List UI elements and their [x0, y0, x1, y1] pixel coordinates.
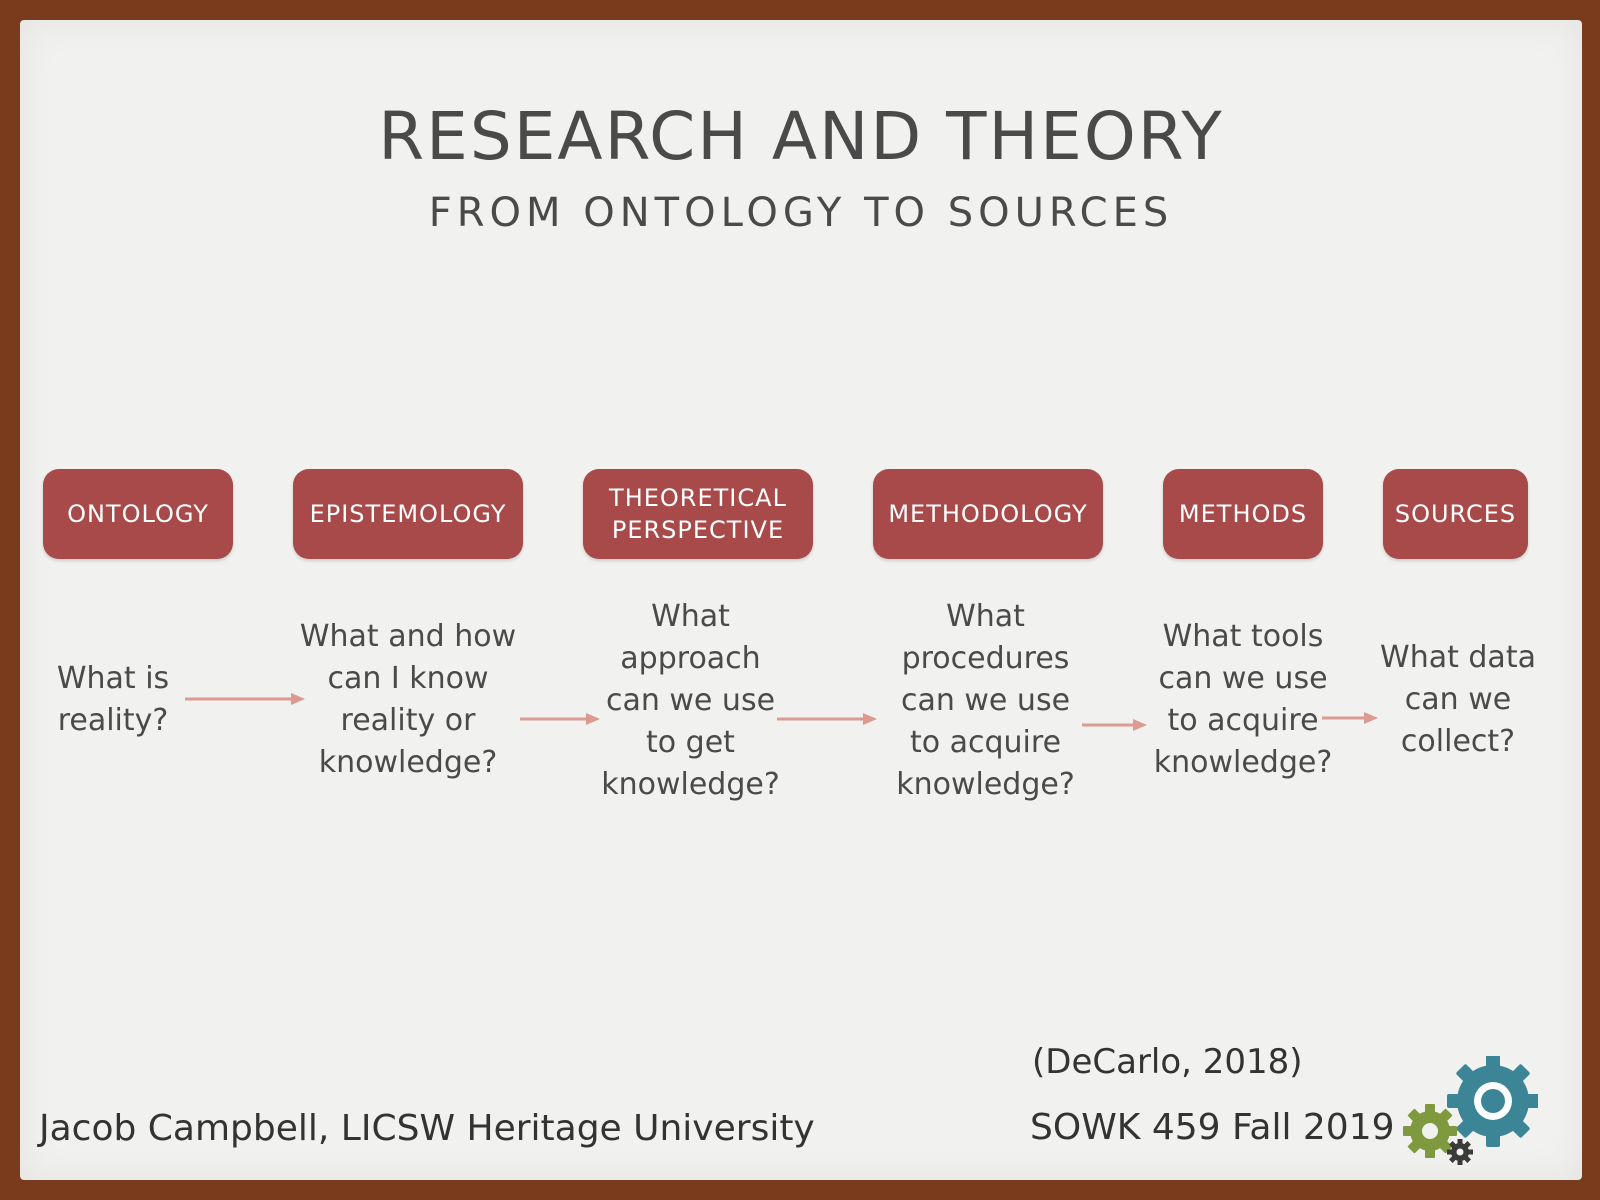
question-methods: What tools can we use to acquire knowled… — [1153, 619, 1333, 780]
gear-logo-icon — [1403, 1056, 1538, 1165]
gear-icon-green — [1403, 1104, 1457, 1158]
author-label: Jacob Campbell, LICSW Heritage Universit… — [39, 1108, 815, 1149]
course-label: SOWK 459 Fall 2019 — [1030, 1107, 1395, 1148]
step-box-theoretical-perspective: THEORETICAL PERSPECTIVE — [583, 469, 813, 559]
step-box-methods: METHODS — [1163, 469, 1323, 559]
question-ontology: What is reality? — [56, 661, 170, 738]
question-epistemology: What and how can I know reality or knowl… — [299, 619, 517, 780]
question-sources: What data can we collect? — [1380, 640, 1536, 759]
step-box-methodology: METHODOLOGY — [873, 469, 1103, 559]
slide-subtitle: FROM ONTOLOGY TO SOURCES — [428, 190, 1174, 236]
arrow-1 — [185, 693, 305, 705]
step-box-epistemology: EPISTEMOLOGY — [293, 469, 523, 559]
gear-icon-dark — [1447, 1139, 1473, 1165]
arrow-4 — [1082, 719, 1147, 731]
question-methodology: What procedures can we use to acquire kn… — [896, 599, 1075, 802]
gear-icon-teal — [1447, 1056, 1538, 1147]
question-theoretical-perspective: What approach can we use to get knowledg… — [601, 599, 780, 802]
slide-title: RESEARCH AND THEORY — [378, 98, 1224, 175]
step-box-ontology: ONTOLOGY — [43, 469, 233, 559]
arrow-5 — [1322, 712, 1378, 724]
arrow-3 — [777, 713, 877, 725]
citation: (DeCarlo, 2018) — [1032, 1042, 1303, 1082]
slide: RESEARCH AND THEORY FROM ONTOLOGY TO SOU… — [20, 20, 1582, 1180]
step-box-sources: SOURCES — [1383, 469, 1528, 559]
arrow-2 — [520, 713, 600, 725]
